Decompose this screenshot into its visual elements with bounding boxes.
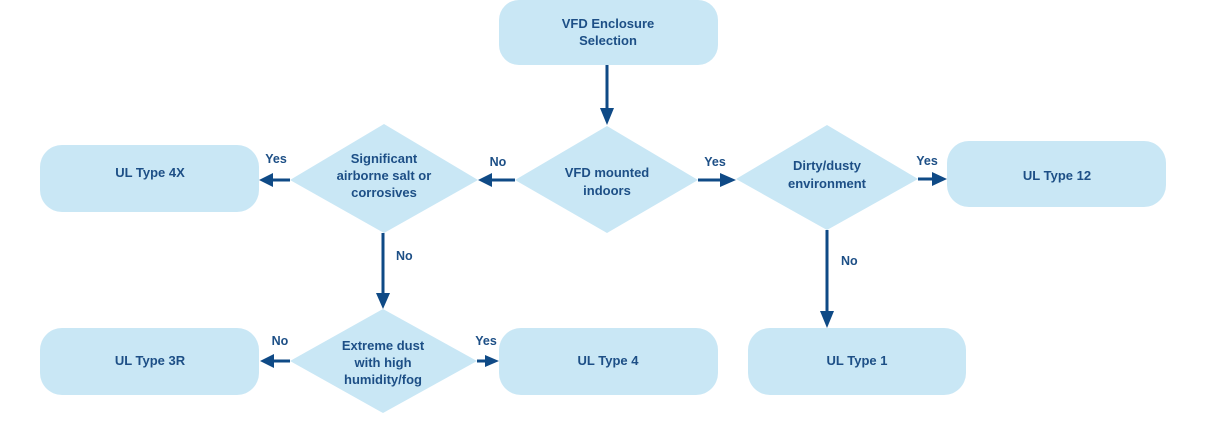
decision-diamond <box>515 126 698 233</box>
node-label-line: with high <box>353 355 411 370</box>
result-box <box>499 328 718 395</box>
arrow-head-icon <box>932 172 947 186</box>
arrow-head-icon <box>260 354 274 368</box>
arrow-head-icon <box>485 355 499 367</box>
node-label-line: UL Type 1 <box>827 353 888 368</box>
node-start: VFD Enclosure Selection <box>499 0 718 65</box>
node-type12: UL Type 12 <box>947 141 1166 207</box>
edge-indoors-to-dirty: Yes <box>698 155 736 187</box>
node-label-line: UL Type 4X <box>115 165 185 180</box>
node-label-line: UL Type 4 <box>578 353 640 368</box>
result-box <box>748 328 966 395</box>
node-dirty: Dirty/dusty environment <box>736 125 918 230</box>
node-salt: Significant airborne salt or corrosives <box>290 124 478 233</box>
node-label-line: VFD mounted <box>565 165 650 180</box>
arrow-head-icon <box>259 173 273 187</box>
edge-label-no: No <box>841 254 858 268</box>
edge-label-yes: Yes <box>704 155 726 169</box>
node-type4: UL Type 4 <box>499 328 718 395</box>
edge-dirty-to-type12: Yes <box>916 154 947 186</box>
edge-salt-to-extreme: No <box>376 233 413 309</box>
edge-extreme-to-type4: Yes <box>475 334 499 367</box>
arrow-head-icon <box>478 173 492 187</box>
edge-extreme-to-type3r: No <box>260 334 290 368</box>
node-label-line: UL Type 12 <box>1023 168 1091 183</box>
edges: No Yes Yes No Yes No <box>259 65 947 368</box>
node-label-line: VFD Enclosure <box>562 16 654 31</box>
node-type1: UL Type 1 <box>748 328 966 395</box>
arrow-head-icon <box>720 173 736 187</box>
node-label-line: Dirty/dusty <box>793 158 862 173</box>
node-label-line: Selection <box>579 33 637 48</box>
edge-label-no: No <box>490 155 507 169</box>
edge-label-yes: Yes <box>916 154 938 168</box>
node-label-line: Extreme dust <box>342 338 425 353</box>
result-box <box>40 145 259 212</box>
node-label-line: UL Type 3R <box>115 353 186 368</box>
arrow-head-icon <box>600 108 614 125</box>
arrow-head-icon <box>376 293 390 309</box>
node-label-line: Significant <box>351 151 418 166</box>
edge-start-to-indoors <box>600 65 614 125</box>
decision-diamond <box>290 309 477 413</box>
node-indoors: VFD mounted indoors <box>515 126 698 233</box>
node-type3r: UL Type 3R <box>40 328 259 395</box>
edge-label-no: No <box>396 249 413 263</box>
result-box <box>40 328 259 395</box>
edge-label-yes: Yes <box>475 334 497 348</box>
node-extreme: Extreme dust with high humidity/fog <box>290 309 477 413</box>
result-box <box>947 141 1166 207</box>
edge-dirty-to-type1: No <box>820 230 858 328</box>
node-label-line: corrosives <box>351 185 417 200</box>
node-label-line: environment <box>788 176 867 191</box>
edge-label-yes: Yes <box>265 152 287 166</box>
terminal-box <box>499 0 718 65</box>
node-type4x: UL Type 4X <box>40 145 259 212</box>
arrow-head-icon <box>820 311 834 328</box>
decision-diamond <box>290 124 478 233</box>
node-label-line: airborne salt or <box>337 168 432 183</box>
node-label-line: humidity/fog <box>344 372 422 387</box>
node-label-line: indoors <box>583 183 631 198</box>
decision-diamond <box>736 125 918 230</box>
edge-indoors-to-salt: No <box>478 155 515 187</box>
edge-label-no: No <box>272 334 289 348</box>
edge-salt-to-type4x: Yes <box>259 152 290 187</box>
